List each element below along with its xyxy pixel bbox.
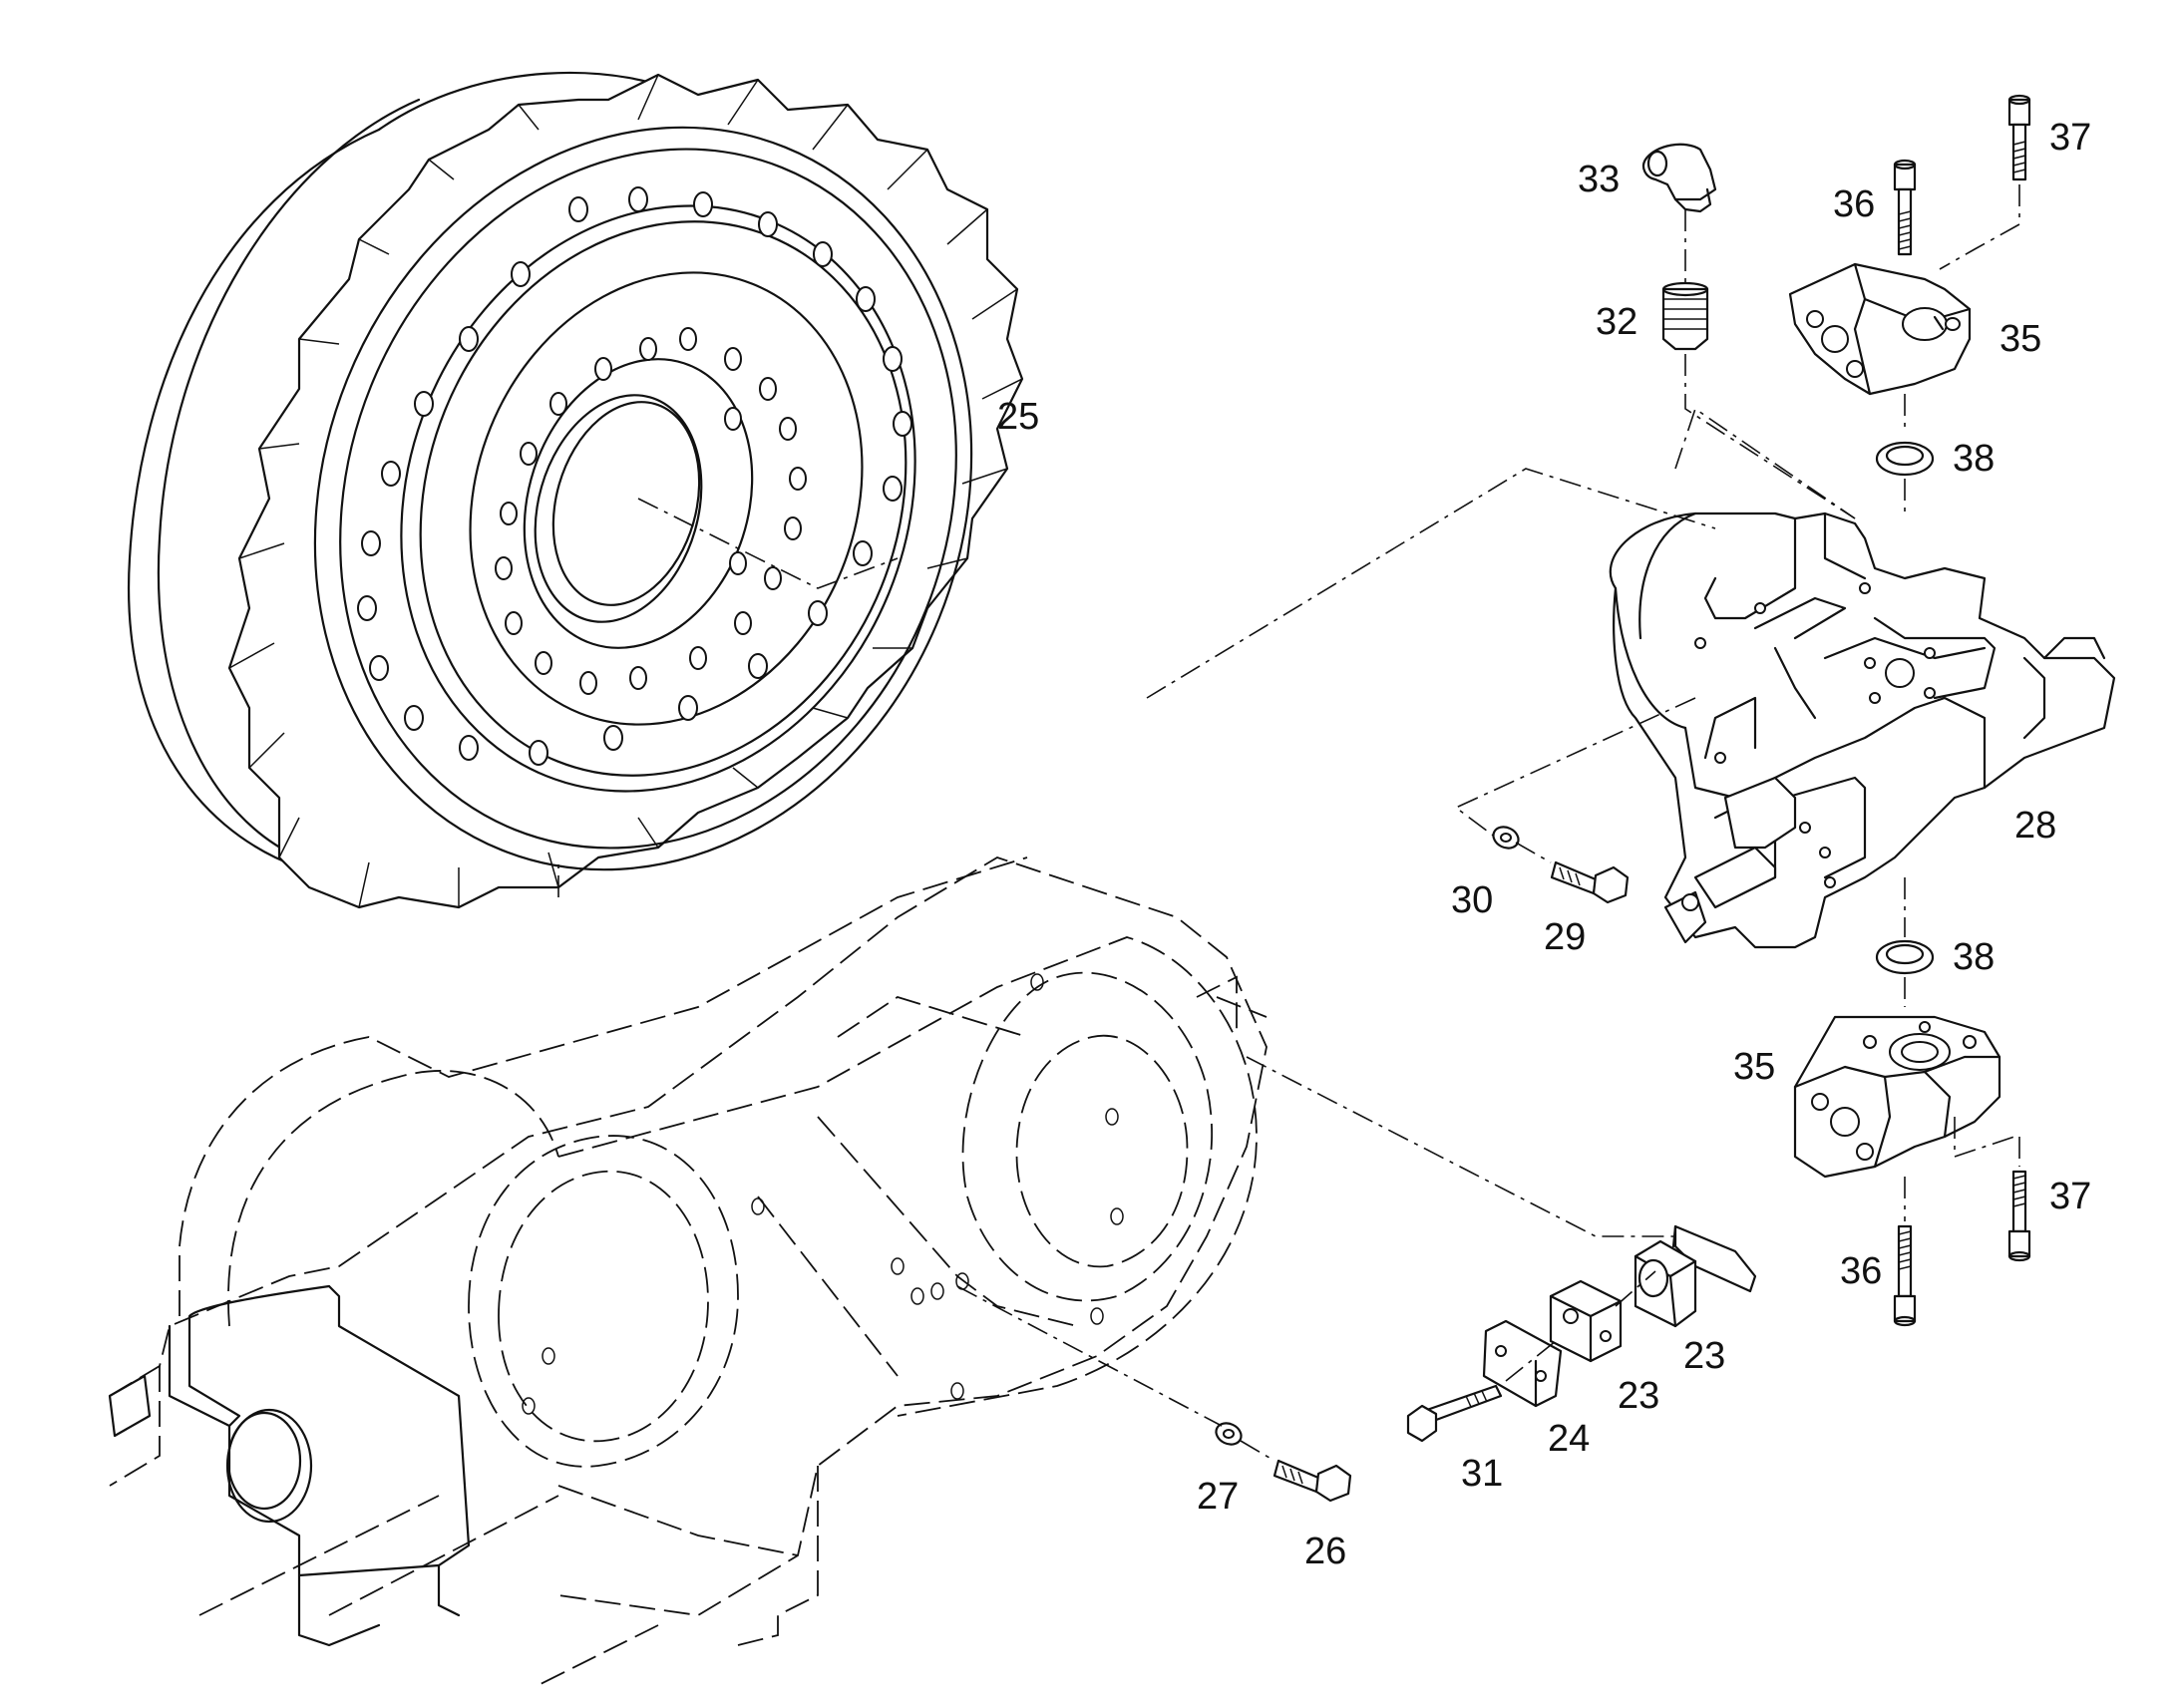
hex-bolt-29	[1515, 842, 1630, 904]
label-38-lower: 38	[1953, 936, 1995, 978]
cap-screw-37-upper	[1939, 94, 2031, 270]
label-30: 30	[1451, 879, 1493, 921]
track-frame-dashed	[109, 856, 1268, 1686]
split-flange-35-upper	[1788, 262, 1972, 518]
o-ring-38-upper	[1875, 441, 1935, 477]
cap-screw-37-lower	[2007, 1137, 2031, 1262]
label-32: 32	[1596, 301, 1637, 343]
label-23-lower: 23	[1618, 1375, 1659, 1417]
label-33: 33	[1578, 159, 1620, 200]
label-27: 27	[1197, 1476, 1239, 1518]
part-number-labels: 25 33 32 36 37 35 38 28 30 29 38 35 37 3…	[997, 117, 2091, 1572]
guide-block-23-lower	[1549, 1279, 1623, 1363]
cap-screw-36-upper	[1893, 159, 1917, 256]
guide-block-23-upper	[1634, 1239, 1697, 1328]
outer-bolt-holes	[357, 186, 912, 766]
label-38-upper: 38	[1953, 438, 1995, 480]
inner-bolt-holes	[495, 327, 807, 695]
label-31: 31	[1461, 1453, 1503, 1495]
label-37-upper: 37	[2049, 117, 2091, 159]
label-25: 25	[997, 396, 1039, 438]
washer-27	[1215, 1422, 1243, 1446]
sprocket-drive-hub	[128, 71, 1024, 909]
slide-plate-24	[1482, 1319, 1563, 1408]
hex-bolt-26	[956, 1285, 1352, 1503]
frame-holes	[522, 973, 1124, 1415]
elbow-fitting-33	[1641, 143, 1717, 213]
label-35-upper: 35	[1999, 318, 2041, 360]
label-23-upper: 23	[1683, 1335, 1725, 1377]
label-24: 24	[1548, 1418, 1590, 1460]
label-29: 29	[1544, 916, 1586, 958]
straight-fitting-32	[1661, 209, 1856, 519]
frame-solid-segment	[108, 1284, 471, 1647]
label-35-lower: 35	[1733, 1046, 1775, 1088]
split-flange-35-lower	[1793, 1015, 2015, 1221]
label-26: 26	[1304, 1531, 1346, 1572]
washer-30	[1492, 826, 1520, 850]
hex-bolt-31	[1246, 1056, 1675, 1443]
cap-screw-36-lower	[1893, 1224, 1917, 1327]
o-ring-38-lower	[1875, 877, 1935, 1007]
label-28: 28	[2014, 805, 2056, 847]
hydraulic-drive-motor	[1146, 407, 2116, 949]
label-36-lower: 36	[1840, 1250, 1882, 1292]
label-37-lower: 37	[2049, 1176, 2091, 1217]
label-36-upper: 36	[1833, 183, 1875, 225]
